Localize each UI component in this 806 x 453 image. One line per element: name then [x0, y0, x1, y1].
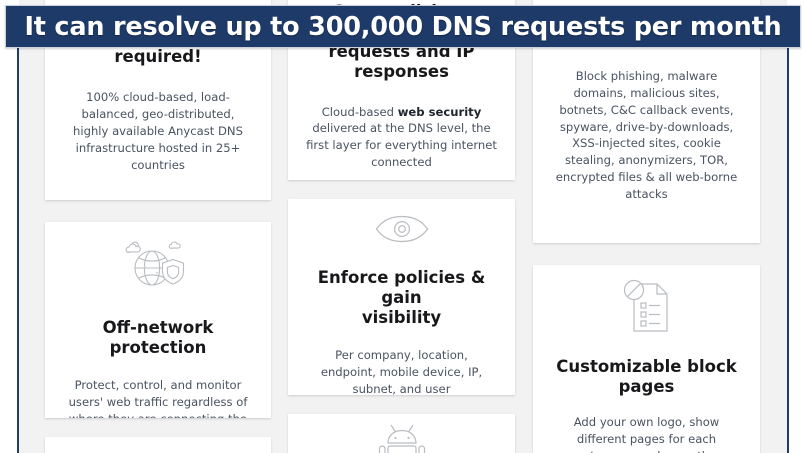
card-body: Protect, control, and monitor users' web… — [68, 378, 248, 418]
card-body: Block phishing, malware domains, malicio… — [555, 69, 738, 201]
card-title-line1: Enforce policies & gain — [317, 268, 486, 308]
blocked-document-icon — [551, 279, 742, 335]
card-title-line2: required! — [114, 47, 202, 67]
card-customizable-block-pages[interactable]: Customizable block pages Add your own lo… — [533, 265, 760, 453]
card-body: 100% cloud-based, load-balanced, geo-dis… — [73, 90, 243, 172]
card-title-line2: requests and IP responses — [328, 42, 475, 82]
card-body: Per company, location, endpoint, mobile … — [320, 348, 483, 395]
card-enforce-policies[interactable]: Enforce policies & gain visibility Per c… — [288, 199, 515, 395]
eye-icon — [306, 215, 497, 243]
android-robot-icon — [306, 423, 497, 453]
headline-banner: It can resolve up to 300,000 DNS request… — [5, 5, 801, 48]
card-title: Customizable block pages — [556, 357, 737, 397]
card-title: Off-network protection — [102, 318, 214, 358]
cards-canvas: hardware, no installation required! 100%… — [19, 0, 787, 453]
card-partial-left[interactable] — [45, 437, 271, 453]
card-body: Cloud-based web security delivered at th… — [306, 104, 497, 171]
headline-text: It can resolve up to 300,000 DNS request… — [24, 11, 782, 42]
card-title: Enforce policies & gain visibility — [306, 268, 497, 328]
card-off-network-protection[interactable]: Off-network protection Protect, control,… — [45, 222, 271, 418]
card-partial-android[interactable] — [288, 414, 515, 453]
card-body-prefix: Cloud-based — [321, 104, 398, 119]
card-body-emphasis: web security — [397, 104, 482, 119]
card-title-line2: visibility — [361, 308, 442, 328]
globe-shield-cloud-icon — [63, 239, 253, 293]
card-body-suffix: delivered at the DNS level, the first la… — [306, 121, 497, 169]
card-body: Add your own logo, show different pages … — [573, 415, 720, 453]
